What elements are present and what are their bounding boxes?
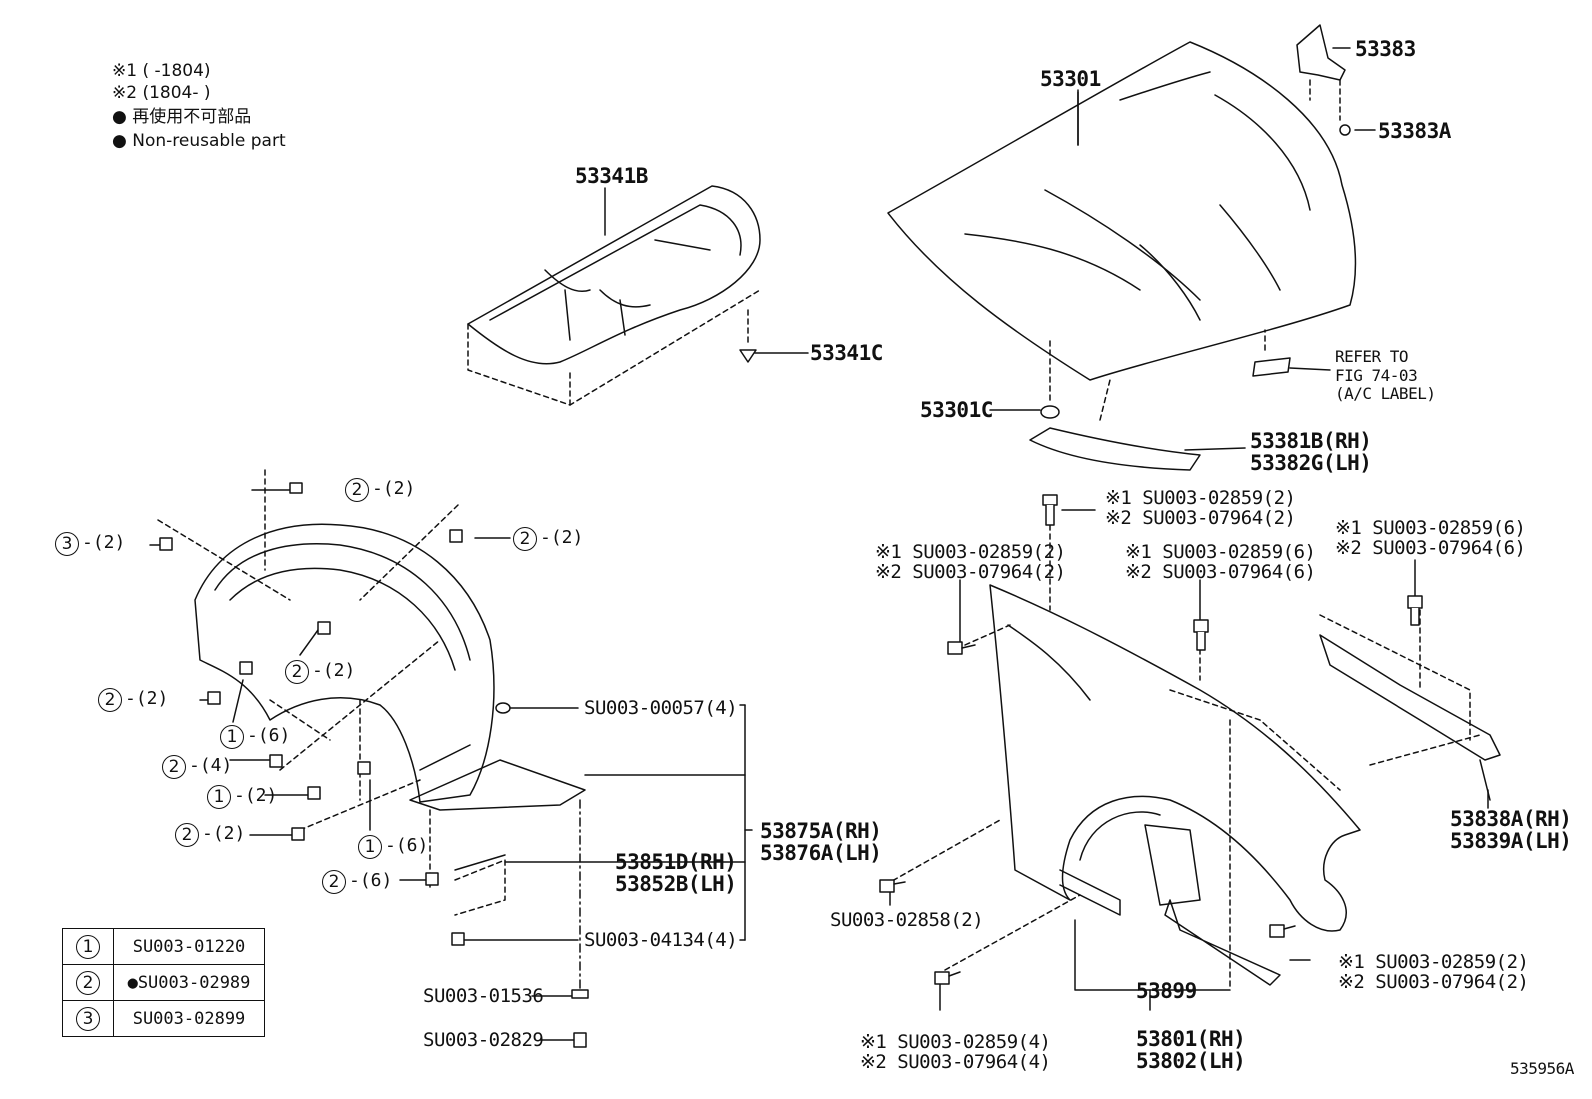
note-mark-1: ※1 ( -1804) (112, 61, 211, 81)
part-label-53852B[interactable]: 53852B(LH) (615, 872, 737, 896)
ref-circle-1[interactable]: 1 (220, 725, 244, 749)
legend-circle: 2 (76, 970, 100, 995)
ref-qty: -(2) (540, 527, 584, 548)
fender-liner-drawing (157, 469, 586, 991)
ref-circle-2[interactable]: 2 (345, 478, 369, 502)
bolt-callout-top-2[interactable]: ※2 SU003-07964(2) (1105, 507, 1296, 529)
part-label-53875A[interactable]: 53875A(RH) (760, 819, 882, 843)
hood-panel-drawing (887, 41, 1357, 471)
refer-to-line3: (A/C LABEL) (1335, 384, 1436, 403)
ref-circle-2[interactable]: 2 (98, 688, 122, 712)
part-label-53382G[interactable]: 53382G(LH) (1250, 451, 1372, 475)
bolt-callout-left-2[interactable]: ※2 SU003-07964(2) (875, 561, 1066, 583)
ref-circle-2[interactable]: 2 (285, 660, 309, 684)
note-mark-2: ※2 (1804- ) (112, 83, 211, 103)
bolt-callout-mid-1[interactable]: ※1 SU003-02859(6) (1125, 541, 1316, 563)
part-label-53341B[interactable]: 53341B (575, 164, 648, 188)
fender-bracket-drawing (1319, 609, 1501, 801)
bolt-callout-left-1[interactable]: ※1 SU003-02859(2) (875, 541, 1066, 563)
ref-qty: -(2) (234, 785, 278, 806)
part-label-53802[interactable]: 53802(LH) (1136, 1049, 1246, 1073)
legend-row: 2 ●SU003-02989 (62, 964, 265, 1001)
bolt-callout-bottom-2[interactable]: ※2 SU003-07964(4) (860, 1051, 1051, 1073)
bolt-callout-bottom-1[interactable]: ※1 SU003-02859(4) (860, 1031, 1051, 1053)
part-label-53801[interactable]: 53801(RH) (1136, 1027, 1246, 1051)
hood-hinge-drawing (1296, 24, 1351, 136)
part-label-su003-02858[interactable]: SU003-02858(2) (830, 909, 984, 931)
fastener-legend-table: 1 SU003-01220 2 ●SU003-02989 3 SU003-028… (62, 928, 265, 1037)
part-label-su003-00057[interactable]: SU003-00057(4) (584, 697, 738, 719)
refer-to-line1: REFER TO (1335, 347, 1409, 366)
hood-insulator-drawing (467, 185, 761, 406)
part-label-53381B[interactable]: 53381B(RH) (1250, 429, 1372, 453)
note-nonreusable-en: ● Non-reusable part (112, 131, 286, 151)
legend-row: 1 SU003-01220 (62, 928, 265, 965)
part-label-53341C[interactable]: 53341C (810, 341, 883, 365)
legend-part-number[interactable]: SU003-02899 (113, 1000, 265, 1037)
note-nonreusable-jp: ● 再使用不可部品 (112, 107, 252, 127)
legend-circle: 3 (76, 1006, 100, 1031)
ref-circle-3[interactable]: 3 (55, 532, 79, 556)
ref-qty: -(2) (202, 823, 246, 844)
ref-qty: -(2) (82, 532, 126, 553)
front-fender-drawing (884, 524, 1361, 991)
ref-qty: -(6) (385, 835, 429, 856)
bolt-callout-bottom-right-2[interactable]: ※2 SU003-07964(2) (1338, 971, 1529, 993)
bolt-callout-mid-2[interactable]: ※2 SU003-07964(6) (1125, 561, 1316, 583)
part-label-53838A[interactable]: 53838A(RH) (1450, 807, 1572, 831)
part-label-53383[interactable]: 53383 (1355, 37, 1416, 61)
ref-circle-2[interactable]: 2 (175, 823, 199, 847)
legend-circle: 1 (76, 934, 100, 959)
bolt-callout-top-1[interactable]: ※1 SU003-02859(2) (1105, 487, 1296, 509)
ref-qty: -(6) (349, 870, 393, 891)
part-label-53301[interactable]: 53301 (1040, 67, 1101, 91)
ref-qty: -(2) (312, 660, 356, 681)
fasteners (159, 482, 1423, 1048)
ref-qty: -(2) (372, 478, 416, 499)
part-label-53839A[interactable]: 53839A(LH) (1450, 829, 1572, 853)
ref-circle-1[interactable]: 1 (358, 835, 382, 859)
ref-qty: -(2) (125, 688, 169, 709)
part-label-53899[interactable]: 53899 (1136, 979, 1197, 1003)
part-label-53301C[interactable]: 53301C (920, 398, 993, 422)
part-label-53383A[interactable]: 53383A (1378, 119, 1451, 143)
ref-circle-1[interactable]: 1 (207, 785, 231, 809)
ref-circle-2[interactable]: 2 (513, 527, 537, 551)
figure-id: 535956A (1510, 1059, 1574, 1078)
bolt-callout-right-1[interactable]: ※1 SU003-02859(6) (1335, 517, 1526, 539)
bolt-callout-right-2[interactable]: ※2 SU003-07964(6) (1335, 537, 1526, 559)
part-label-53876A[interactable]: 53876A(LH) (760, 841, 882, 865)
legend-row: 3 SU003-02899 (62, 1000, 265, 1037)
part-label-su003-02829[interactable]: SU003-02829 (423, 1029, 544, 1051)
legend-part-number[interactable]: ●SU003-02989 (113, 964, 265, 1001)
ref-qty: -(4) (189, 755, 233, 776)
part-label-su003-01536[interactable]: SU003-01536 (423, 985, 544, 1007)
ref-qty: -(6) (247, 725, 291, 746)
part-label-53851D[interactable]: 53851D(RH) (615, 850, 737, 874)
part-label-su003-04134[interactable]: SU003-04134(4) (584, 929, 738, 951)
ref-circle-2[interactable]: 2 (162, 755, 186, 779)
bolt-callout-bottom-right-1[interactable]: ※1 SU003-02859(2) (1338, 951, 1529, 973)
ref-circle-2[interactable]: 2 (322, 870, 346, 894)
legend-part-number[interactable]: SU003-01220 (113, 928, 265, 965)
refer-to-line2[interactable]: FIG 74-03 (1335, 366, 1418, 385)
leader-lines (149, 47, 1489, 1041)
